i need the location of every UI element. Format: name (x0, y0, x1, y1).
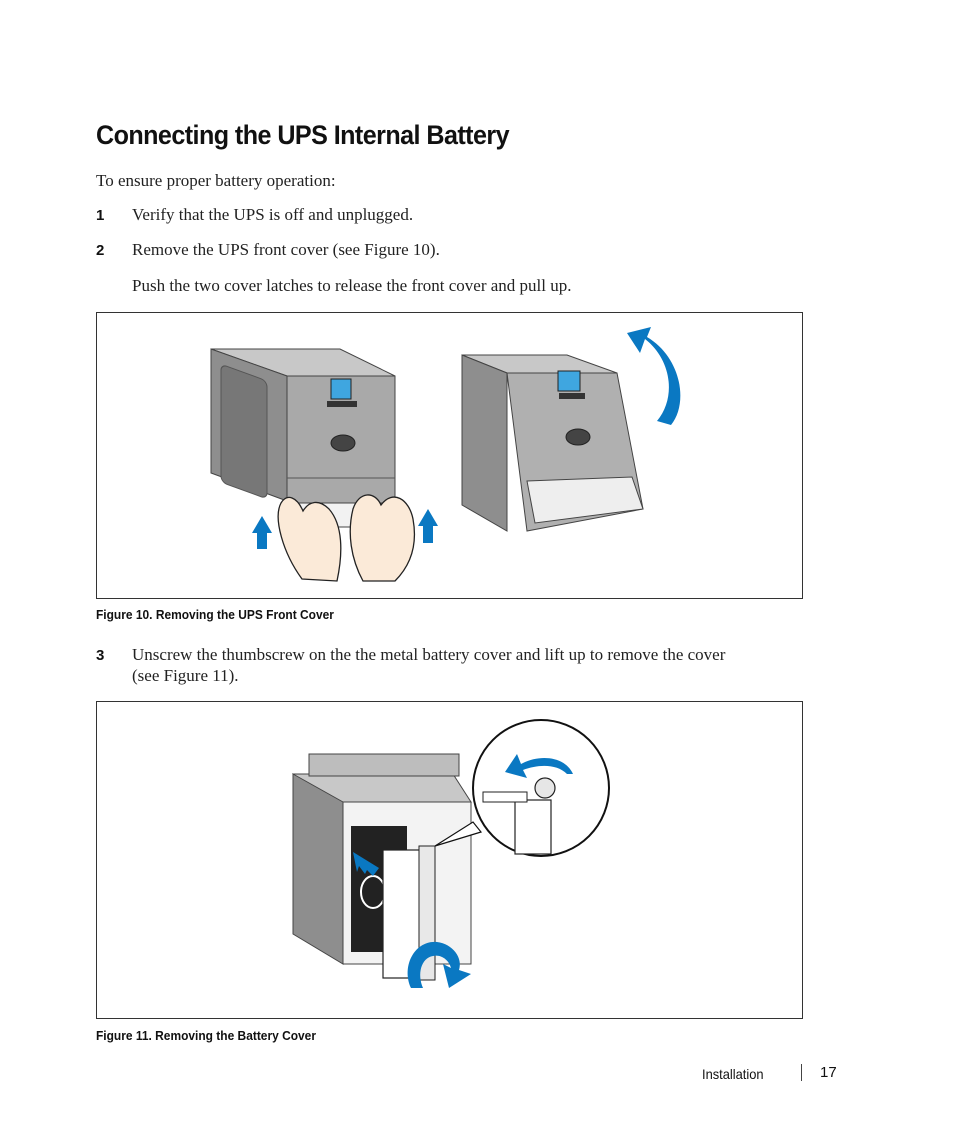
step-1-text: Verify that the UPS is off and unplugged… (132, 205, 414, 224)
page-title: Connecting the UPS Internal Battery (96, 120, 510, 150)
magnifier-callout (434, 719, 610, 857)
step-3-number: 3 (96, 647, 105, 664)
thumbscrew-arrow-icon (353, 852, 379, 876)
footer-section-name: Installation (702, 1066, 764, 1082)
ups-unit-left (210, 348, 416, 582)
figure-11-caption: Figure 11. Removing the Battery Cover (96, 1028, 316, 1043)
intro-text: To ensure proper battery operation: (96, 171, 336, 190)
figure-11-illustration (96, 701, 803, 1019)
up-arrow-icon (418, 509, 438, 543)
step-2-detail: Push the two cover latches to release th… (132, 276, 572, 295)
figure-10-illustration (96, 312, 803, 599)
curved-arrow-icon (627, 327, 681, 425)
footer-divider (801, 1064, 802, 1081)
ups-unit-right (461, 354, 644, 532)
figure-10-caption: Figure 10. Removing the UPS Front Cover (96, 607, 334, 622)
up-arrow-icon (252, 516, 272, 549)
step-2-number: 2 (96, 242, 105, 259)
step-1-number: 1 (96, 207, 105, 224)
lift-arrow-icon (407, 941, 471, 988)
step-3-text-line1: Unscrew the thumbscrew on the the metal … (132, 645, 726, 664)
page-number: 17 (820, 1064, 837, 1081)
rotate-arrow-icon (505, 754, 573, 778)
step-2-text: Remove the UPS front cover (see Figure 1… (132, 240, 440, 259)
step-3-text-line2: (see Figure 11). (132, 666, 239, 685)
